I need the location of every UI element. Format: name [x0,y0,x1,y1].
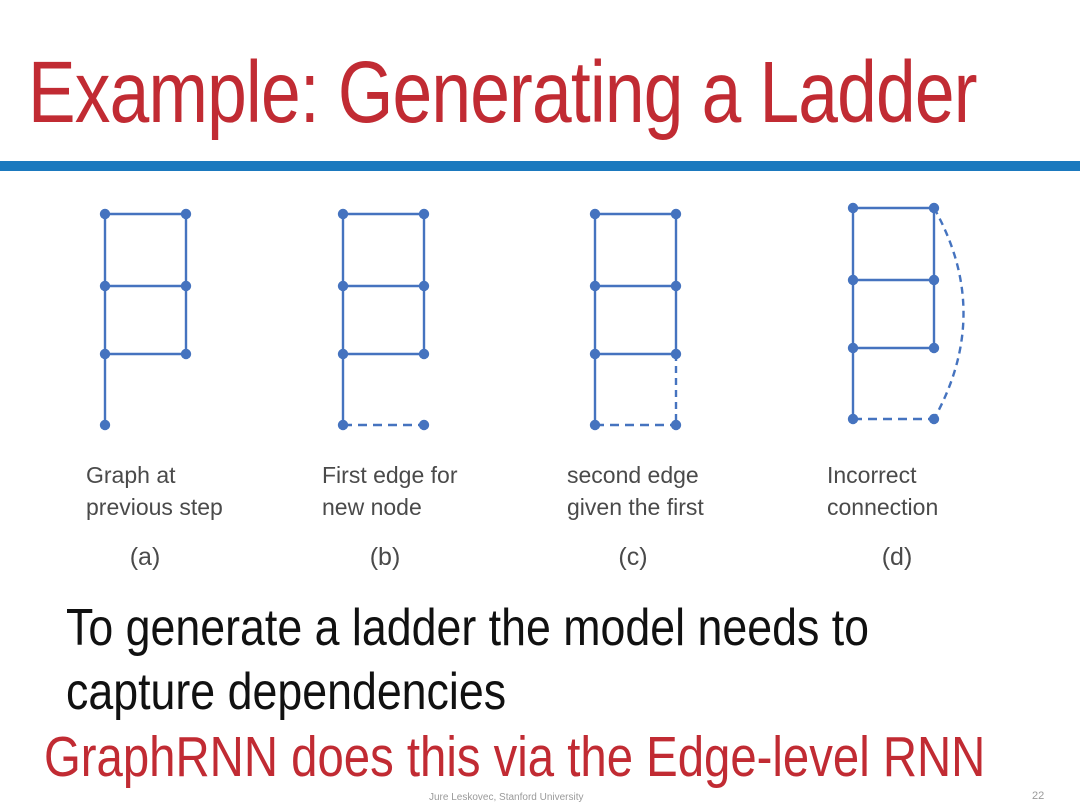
ladder-graph-a [95,204,255,441]
sublabel-d: (d) [881,543,913,571]
ladder-graph-c [585,204,745,441]
sublabel-b: (b) [369,543,401,571]
caption-c: second edge given the first [567,459,704,523]
caption-d-line1: Incorrect [827,462,917,488]
page-title-text: Example: Generating a Ladder [28,44,977,141]
caption-c-line1: second edge [567,462,699,488]
caption-b-line2: new node [322,494,422,520]
body-text-line2: capture dependencies [66,663,507,721]
body-text-line1: To generate a ladder the model needs to [66,599,870,657]
caption-b-line1: First edge for [322,462,458,488]
body-text: To generate a ladder the model needs to … [66,596,1000,724]
page-title: Example: Generating a Ladder [28,49,1080,136]
caption-d: Incorrect connection [827,459,938,523]
caption-b: First edge for new node [322,459,458,523]
callout: GraphRNN does this via the Edge-level RN… [44,727,1080,787]
caption-c-line2: given the first [567,494,704,520]
caption-a-line2: previous step [86,494,223,520]
caption-a-line1: Graph at [86,462,176,488]
caption-d-line2: connection [827,494,939,520]
caption-a: Graph at previous step [86,459,223,523]
ladder-graph-d [843,198,1003,435]
callout-text: GraphRNN does this via the Edge-level RN… [44,725,986,789]
title-rule [0,161,1080,171]
page-number: 22 [1032,790,1045,802]
ladder-graph-b [333,204,493,441]
sublabel-a: (a) [129,543,161,571]
footer-credit: Jure Leskovec, Stanford University [429,792,584,803]
sublabel-c: (c) [618,543,648,571]
